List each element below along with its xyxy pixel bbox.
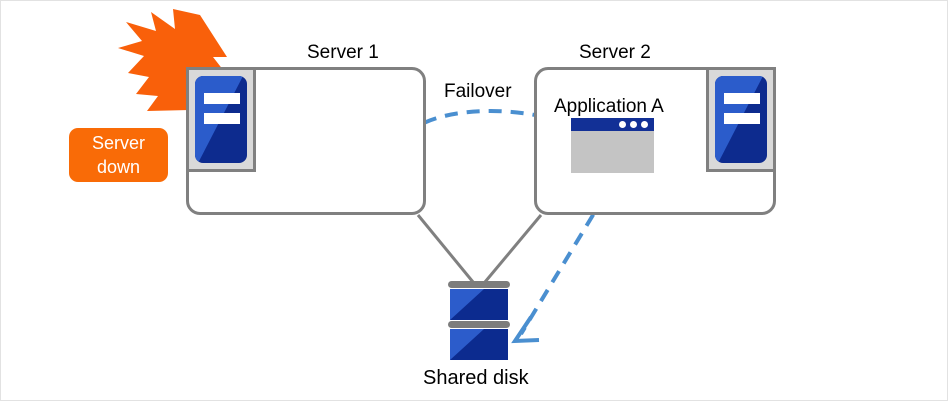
disk-platter <box>450 329 508 360</box>
label-server-1: Server 1 <box>307 42 379 63</box>
server-tower-bar-2 <box>204 113 240 124</box>
disk-platter-sheen <box>450 289 484 320</box>
connector-server1-disk <box>416 214 475 283</box>
server-tower-body <box>195 76 247 163</box>
application-window-icon <box>571 118 654 173</box>
label-server-2: Server 2 <box>579 42 651 63</box>
badge-line-2: down <box>96 157 141 177</box>
server-tower-bar-1 <box>204 93 240 104</box>
disk-platter-sheen <box>450 329 484 360</box>
server-tower-bar-2 <box>724 113 760 124</box>
disk-cap <box>448 281 510 288</box>
label-failover: Failover <box>444 81 512 102</box>
server-tower-bar-1 <box>724 93 760 104</box>
label-application-a: Application A <box>554 96 664 117</box>
server-tower-icon <box>706 67 776 172</box>
app-disk-access-arrow-head <box>511 315 540 344</box>
server-tower-body <box>715 76 767 163</box>
window-dot-icon <box>619 121 626 128</box>
failover-arrow-path <box>404 109 554 137</box>
disk-cap <box>448 321 510 328</box>
server-tower-icon <box>186 67 256 172</box>
shared-disk-icon <box>448 281 510 361</box>
status-badge-server-down: Server down <box>69 128 168 182</box>
connector-server2-disk <box>483 214 543 283</box>
window-dot-icon <box>641 121 648 128</box>
label-shared-disk: Shared disk <box>423 367 529 389</box>
application-window-titlebar <box>571 118 654 131</box>
badge-line-1: Server <box>91 133 145 153</box>
window-dot-icon <box>630 121 637 128</box>
disk-platter <box>450 289 508 320</box>
